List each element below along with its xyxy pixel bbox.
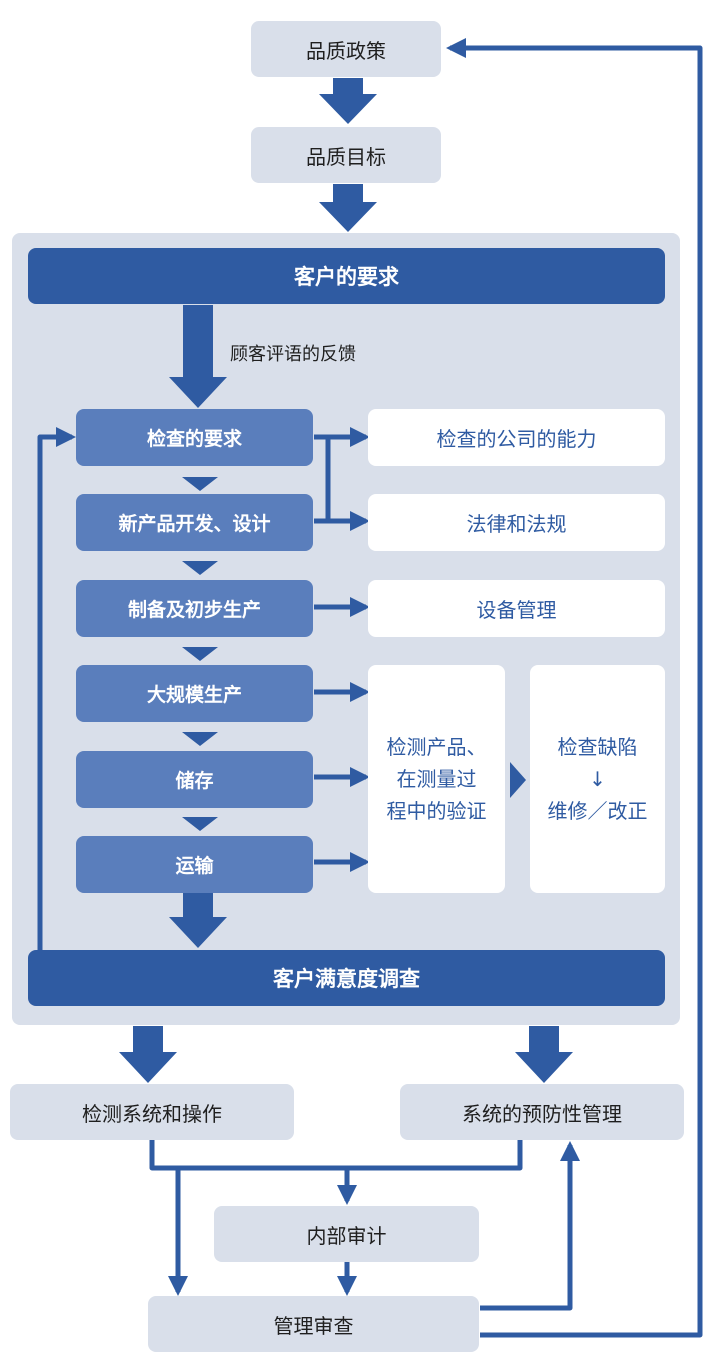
verification-box: 检测产品、 在测量过 程中的验证 <box>368 665 505 893</box>
preventive-management-box: 系统的预防性管理 <box>400 1084 684 1140</box>
arrow-requirements-to-inspection <box>169 305 227 408</box>
equipment-management-label: 设备管理 <box>476 598 557 622</box>
step-label: 制备及初步生产 <box>127 599 261 621</box>
quality-objective-box: 品质目标 <box>251 127 441 183</box>
step-arrow-1 <box>182 477 218 491</box>
customer-requirements-label: 客户的要求 <box>294 265 399 289</box>
feedback-label: 顾客评语的反馈 <box>230 344 356 365</box>
quality-policy-label: 品质政策 <box>306 38 386 63</box>
arrow-verification-to-defect <box>510 762 526 798</box>
defect-repair-label: 检查缺陷 ↓ 维修／改正 <box>547 735 648 823</box>
step-arrow-3 <box>182 647 218 661</box>
step-label: 检查的要求 <box>146 428 242 450</box>
management-review-label: 管理审查 <box>273 1313 354 1338</box>
customer-satisfaction-label: 客户满意度调查 <box>273 967 420 991</box>
link-review-to-preventive <box>480 1141 580 1311</box>
company-capability-box: 检查的公司的能力 <box>368 409 665 466</box>
internal-audit-label: 内部审计 <box>306 1223 387 1248</box>
customer-satisfaction-bar: 客户满意度调查 <box>28 950 665 1006</box>
loop-satisfaction-to-inspection <box>37 427 76 950</box>
step-arrow-4 <box>182 732 218 746</box>
laws-regulations-label: 法律和法规 <box>466 512 567 536</box>
step-label: 大规模生产 <box>146 684 242 706</box>
arrow-panel-to-inspection-system <box>119 1026 177 1083</box>
quality-policy-box: 品质政策 <box>251 21 441 77</box>
step-product-development: 新产品开发、设计 <box>76 494 313 551</box>
quality-objective-label: 品质目标 <box>306 144 386 169</box>
inspection-system-box: 检测系统和操作 <box>10 1084 294 1140</box>
defect-repair-box: 检查缺陷 ↓ 维修／改正 <box>530 665 665 893</box>
step-transport: 运输 <box>76 836 313 893</box>
preventive-management-label: 系统的预防性管理 <box>462 1101 622 1126</box>
company-capability-label: 检查的公司的能力 <box>436 427 597 451</box>
arrow-transport-to-satisfaction <box>169 893 227 948</box>
step-arrow-5 <box>182 817 218 831</box>
step-inspection-requirements: 检查的要求 <box>76 409 313 466</box>
laws-regulations-box: 法律和法规 <box>368 494 665 551</box>
loop-review-to-policy <box>446 38 703 1338</box>
internal-audit-box: 内部审计 <box>214 1206 479 1262</box>
equipment-management-box: 设备管理 <box>368 580 665 637</box>
step-arrow-2 <box>182 561 218 575</box>
step-mass-production: 大规模生产 <box>76 665 313 722</box>
arrow-policy-to-objective <box>319 78 377 124</box>
inspection-system-label: 检测系统和操作 <box>82 1101 222 1126</box>
link-merge <box>149 1140 523 1171</box>
customer-requirements-bar: 客户的要求 <box>28 248 665 304</box>
arrow-panel-to-preventive <box>515 1026 573 1083</box>
step-label: 储存 <box>175 770 214 792</box>
step-label: 运输 <box>175 855 214 877</box>
verification-label: 检测产品、 在测量过 程中的验证 <box>386 735 487 823</box>
step-label: 新产品开发、设计 <box>118 513 271 535</box>
arrow-objective-to-panel <box>319 184 377 232</box>
management-review-box: 管理审查 <box>148 1296 479 1352</box>
step-storage: 储存 <box>76 751 313 808</box>
step-initial-production: 制备及初步生产 <box>76 580 313 637</box>
